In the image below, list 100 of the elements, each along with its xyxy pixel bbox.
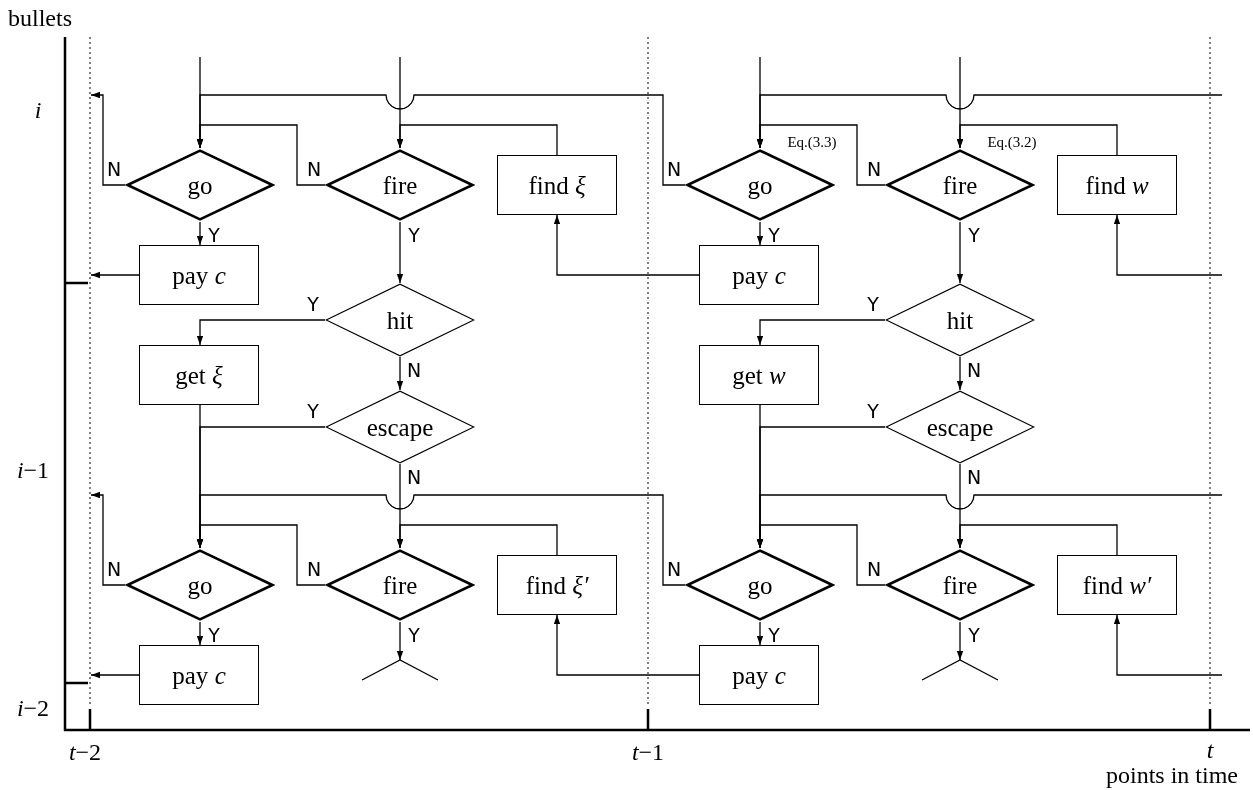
tick-label: i−2 [16, 696, 50, 720]
node-label: find w [1085, 172, 1149, 198]
arrow [756, 524, 886, 586]
decision-diamond [885, 148, 1035, 222]
node-label: pay c [732, 662, 786, 688]
edge-label: N [405, 467, 423, 487]
process-box [699, 645, 819, 705]
edge-label: Y [967, 625, 981, 645]
edge-label: N [665, 159, 683, 179]
arrow [396, 124, 558, 156]
arrow [196, 494, 686, 586]
process-box [699, 345, 819, 405]
process-box [139, 345, 259, 405]
arrow [196, 94, 686, 186]
arrow [196, 124, 326, 186]
decision-diamond [325, 390, 475, 464]
edge-label: Y [767, 625, 781, 645]
tick-label: i−1 [16, 458, 50, 482]
arrow [196, 221, 204, 246]
edge-label: N [305, 559, 323, 579]
arrow [90, 491, 126, 586]
arrow [196, 621, 204, 646]
equation-reference: Eq.(3.3) [787, 134, 837, 150]
process-box [139, 245, 259, 305]
tick-label: i [34, 98, 42, 122]
node-label: go [187, 572, 213, 598]
edge-label: N [105, 159, 123, 179]
node-label: hit [386, 307, 414, 333]
arrow [756, 319, 886, 346]
arrow [396, 356, 404, 391]
decision-diamond [125, 548, 275, 622]
decision-diamond [685, 548, 835, 622]
node-label: fire [942, 172, 978, 198]
node-label: go [747, 572, 773, 598]
node-label: fire [382, 572, 418, 598]
node-label: get ξ [175, 362, 223, 388]
arrow [956, 524, 1118, 556]
node-label: fire [382, 172, 418, 198]
arrow [756, 124, 886, 186]
axis-title: bullets [8, 6, 72, 30]
arrow [90, 91, 126, 186]
arrow [553, 614, 700, 676]
arrow [396, 221, 404, 284]
arrow [90, 671, 140, 679]
decision-diamond [325, 283, 475, 357]
edge-label: Y [207, 225, 221, 245]
edge-label: N [965, 467, 983, 487]
equation-reference: Eq.(3.2) [987, 134, 1037, 150]
node-label: get w [732, 362, 786, 388]
node-label: find w′ [1082, 572, 1152, 598]
arrow [196, 524, 326, 586]
node-label: hit [946, 307, 974, 333]
edge-label: N [965, 360, 983, 380]
process-box [139, 645, 259, 705]
tick-label: t [1206, 738, 1214, 762]
arrow [956, 356, 964, 391]
node-label: go [747, 172, 773, 198]
arrow [396, 621, 404, 661]
edge-label: Y [866, 401, 880, 421]
edge-label: Y [207, 625, 221, 645]
edge-label: Y [306, 401, 320, 421]
axis-title: points in time [1106, 763, 1238, 787]
process-box [497, 555, 617, 615]
decision-diamond [125, 148, 275, 222]
edge-label: Y [306, 294, 320, 314]
arrow [90, 271, 140, 279]
arrow [196, 319, 326, 346]
arrow [756, 221, 764, 246]
process-box [497, 155, 617, 215]
node-label: pay c [172, 262, 226, 288]
node-label: go [187, 172, 213, 198]
edge-label: N [305, 159, 323, 179]
arrow [553, 214, 700, 276]
arrow [396, 524, 558, 556]
decision-diamond [885, 548, 1035, 622]
arrow [1113, 614, 1223, 676]
node-label: find ξ [528, 172, 586, 198]
arrow [1113, 214, 1223, 276]
edge-label: Y [767, 225, 781, 245]
edge-label: N [405, 360, 423, 380]
decision-diamond [885, 283, 1035, 357]
edge-label: N [665, 559, 683, 579]
edge-label: N [865, 559, 883, 579]
process-box [699, 245, 819, 305]
node-label: pay c [172, 662, 226, 688]
arrow [956, 124, 1118, 156]
arrow [956, 621, 964, 661]
decision-diamond [685, 148, 835, 222]
node-label: escape [366, 414, 434, 440]
node-label: pay c [732, 262, 786, 288]
decision-diamond [325, 548, 475, 622]
tick-label: t−2 [68, 740, 102, 764]
decision-diamond [325, 148, 475, 222]
decision-diamond [885, 390, 1035, 464]
edge-label: Y [407, 625, 421, 645]
node-label: find ξ′ [525, 572, 589, 598]
tick-label: t−1 [631, 740, 665, 764]
node-label: fire [942, 572, 978, 598]
arrow [956, 221, 964, 284]
edge-label: Y [866, 294, 880, 314]
